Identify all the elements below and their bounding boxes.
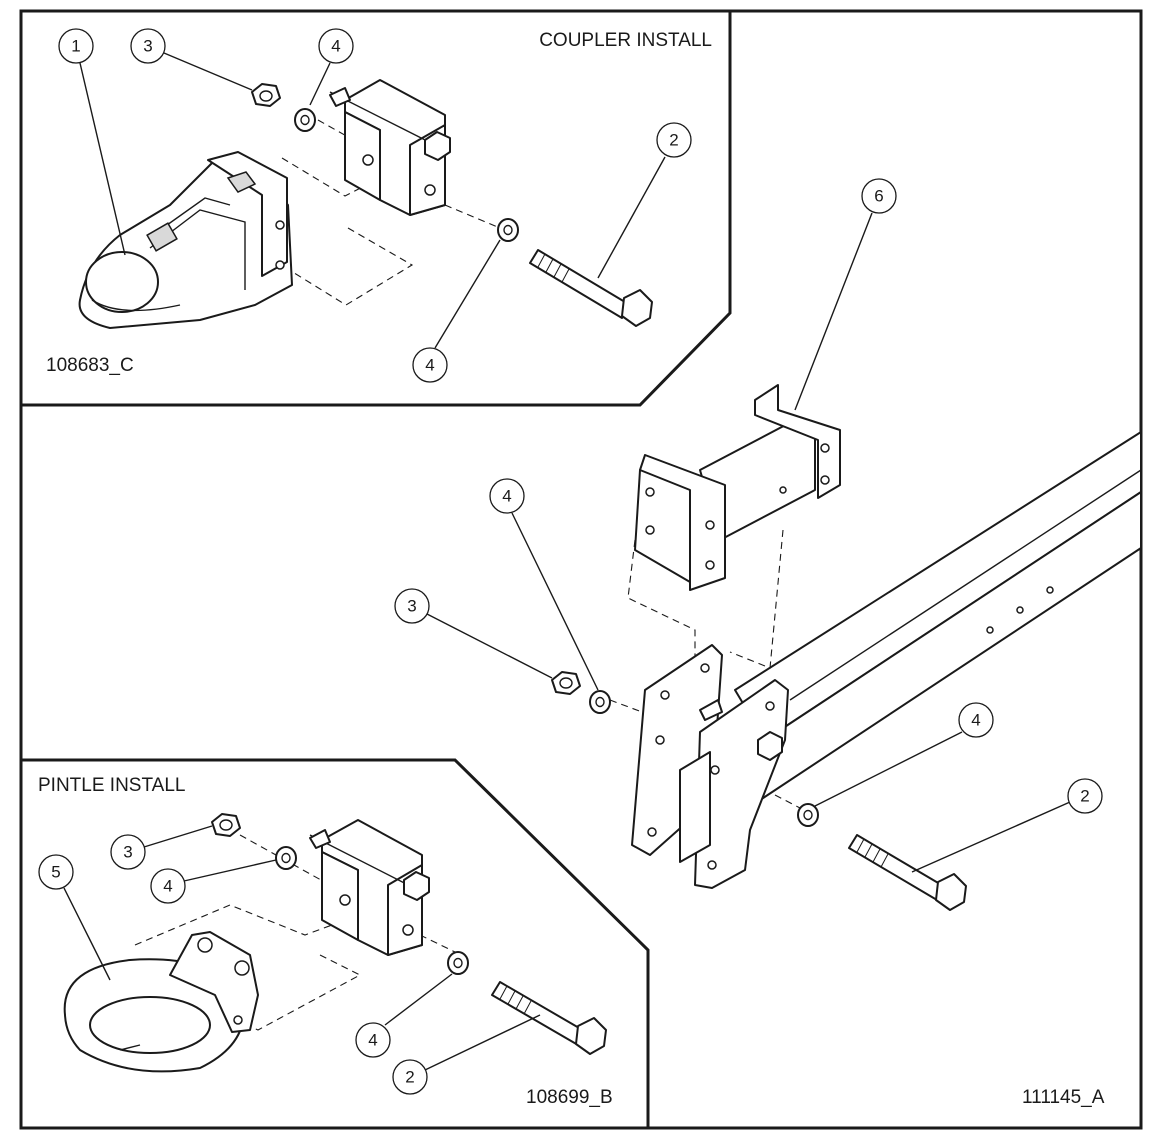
outer-border xyxy=(19,9,1143,1130)
coupler-callout-3: 3 xyxy=(130,28,253,91)
pintle-callout-2: 2 xyxy=(392,1014,541,1095)
main-callout-4-right: 4 xyxy=(814,702,994,807)
main-callout-6: 6 xyxy=(794,178,897,411)
coupler-panel-border xyxy=(21,11,732,407)
svg-text:4: 4 xyxy=(502,487,511,506)
mount-plate-rear xyxy=(679,679,789,889)
svg-text:3: 3 xyxy=(123,843,132,862)
main-callout-2: 2 xyxy=(911,778,1103,873)
svg-text:5: 5 xyxy=(51,863,60,882)
pintle-nut xyxy=(211,813,241,837)
svg-text:4: 4 xyxy=(163,877,172,896)
main-washer-rear xyxy=(797,803,819,827)
main-nut xyxy=(551,671,581,695)
svg-text:4: 4 xyxy=(368,1031,377,1050)
pintle-washer-top xyxy=(275,846,297,870)
pintle-drawing-number: 108699_B xyxy=(526,1087,613,1108)
pintle-callout-4-bottom: 4 xyxy=(355,973,453,1058)
pintle-washer-bottom xyxy=(447,951,469,975)
svg-text:3: 3 xyxy=(407,597,416,616)
svg-text:3: 3 xyxy=(143,37,152,56)
pintle-callout-3: 3 xyxy=(110,825,213,870)
svg-text:4: 4 xyxy=(425,356,434,375)
main-drawing-number: 111145_A xyxy=(1022,1087,1105,1108)
pintle-bolt xyxy=(491,981,607,1055)
coupler-callout-2: 2 xyxy=(597,122,692,279)
coupler-callout-4-bottom: 4 xyxy=(412,239,501,383)
main-callout-3: 3 xyxy=(394,588,553,679)
pintle-install-title: PINTLE INSTALL xyxy=(38,775,185,796)
coupler-drawing-number: 108683_C xyxy=(46,355,134,376)
coupler-install-title: COUPLER INSTALL xyxy=(539,30,712,51)
pintle-callout-5: 5 xyxy=(38,854,111,981)
coupler-washer-top xyxy=(294,108,316,132)
coupler-bolt xyxy=(529,249,653,327)
main-bolt xyxy=(848,834,967,911)
svg-text:2: 2 xyxy=(405,1068,414,1087)
svg-text:6: 6 xyxy=(874,187,883,206)
pintle-assembly-drawing xyxy=(63,813,607,1073)
coupler-bracket xyxy=(329,79,451,216)
pintle-ring xyxy=(63,931,259,1073)
svg-text:2: 2 xyxy=(669,131,678,150)
coupler-callout-1: 1 xyxy=(58,28,126,256)
svg-text:4: 4 xyxy=(971,711,980,730)
coupler-callout-4-top: 4 xyxy=(309,28,354,106)
svg-text:2: 2 xyxy=(1080,787,1089,806)
main-assembly-drawing xyxy=(551,384,1142,911)
pintle-bracket xyxy=(309,819,430,956)
coupler-washer-bottom xyxy=(497,218,519,242)
coupler-body xyxy=(78,151,293,329)
pintle-callout-4-top: 4 xyxy=(150,859,277,904)
main-washer-front xyxy=(589,690,611,714)
coupler-assembly-drawing xyxy=(78,79,653,329)
main-callout-4-upper: 4 xyxy=(489,478,599,691)
svg-text:4: 4 xyxy=(331,37,340,56)
receiver-bracket xyxy=(634,384,841,591)
coupler-nut xyxy=(251,83,281,107)
pintle-panel-border xyxy=(21,758,650,1128)
svg-text:1: 1 xyxy=(71,37,80,56)
